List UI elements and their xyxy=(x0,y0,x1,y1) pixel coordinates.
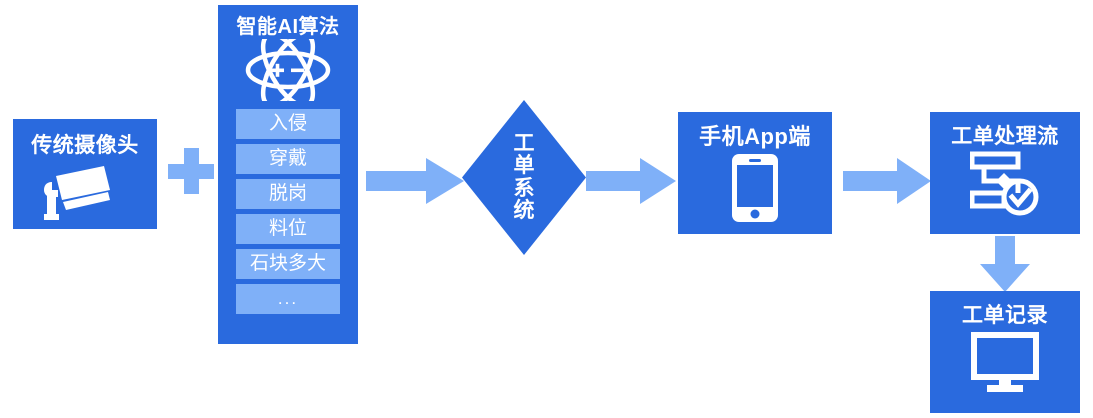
node-traditional-camera[interactable]: 传统摄像头 xyxy=(13,119,157,229)
cctv-camera-icon xyxy=(44,164,126,220)
monitor-icon xyxy=(970,332,1040,394)
arrow-ai-to-system xyxy=(366,156,464,206)
node-work-order-system-label-wrap: 工单系统 xyxy=(462,100,586,255)
arrow-system-to-app xyxy=(586,156,676,206)
arrow-process-flow-to-record xyxy=(978,236,1032,292)
ai-list-item[interactable]: 穿戴 xyxy=(236,144,340,174)
ai-list-item[interactable]: 料位 xyxy=(236,214,340,244)
node-work-order-system-label: 工单系统 xyxy=(513,132,535,222)
node-process-flow-label: 工单处理流 xyxy=(951,125,1059,148)
ai-list-item[interactable]: 入侵 xyxy=(236,109,340,139)
atom-icon xyxy=(245,39,331,101)
ai-algorithm-list: 入侵 穿戴 脱岗 料位 石块多大 ... xyxy=(236,109,340,314)
ai-list-item-more[interactable]: ... xyxy=(236,284,340,314)
node-process-flow[interactable]: 工单处理流 xyxy=(930,112,1080,234)
smartphone-icon xyxy=(732,154,778,222)
ai-list-item[interactable]: 脱岗 xyxy=(236,179,340,209)
node-work-order-system[interactable]: 工单系统 xyxy=(462,100,586,255)
node-work-order-record[interactable]: 工单记录 xyxy=(930,291,1080,413)
node-traditional-camera-label: 传统摄像头 xyxy=(31,134,139,157)
arrow-app-to-process-flow xyxy=(843,156,931,206)
node-ai-algorithms-label: 智能AI算法 xyxy=(236,16,340,38)
plus-operator-icon xyxy=(168,148,214,194)
node-ai-algorithms[interactable]: 智能AI算法 入侵 穿戴 脱岗 料位 石块多大 ... xyxy=(218,5,358,344)
plus-vertical-bar xyxy=(184,148,199,194)
ai-list-item[interactable]: 石块多大 xyxy=(236,249,340,279)
node-mobile-app-label: 手机App端 xyxy=(699,124,811,149)
workflow-check-icon xyxy=(970,151,1040,217)
node-mobile-app[interactable]: 手机App端 xyxy=(678,112,832,234)
node-work-order-record-label: 工单记录 xyxy=(962,304,1048,327)
